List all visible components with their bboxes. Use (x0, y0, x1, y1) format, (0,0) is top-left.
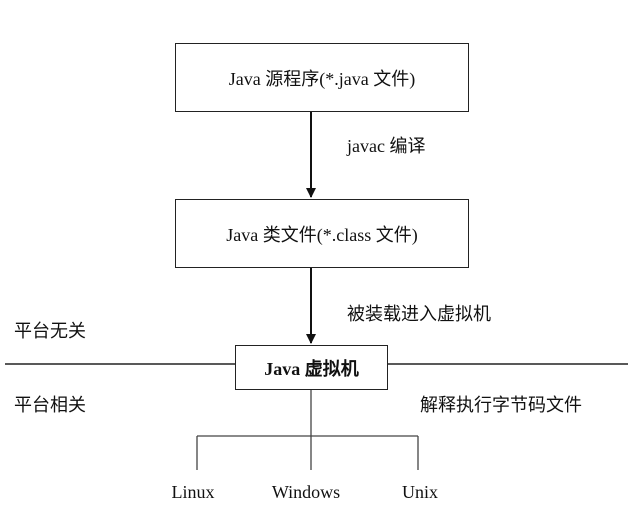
interpret-label: 解释执行字节码文件 (420, 395, 582, 415)
platform-linux: Linux (171, 482, 215, 502)
load-label: 被装载进入虚拟机 (347, 304, 491, 324)
compile-label: javac 编译 (347, 136, 426, 156)
jvm-box: Java 虚拟机 (235, 345, 388, 390)
source-file-box: Java 源程序(*.java 文件) (175, 43, 469, 112)
platform-windows: Windows (271, 482, 341, 502)
platform-unix: Unix (402, 482, 438, 502)
class-file-box: Java 类文件(*.class 文件) (175, 199, 469, 268)
platform-dependent-label: 平台相关 (14, 395, 86, 415)
platform-independent-label: 平台无关 (14, 321, 86, 341)
